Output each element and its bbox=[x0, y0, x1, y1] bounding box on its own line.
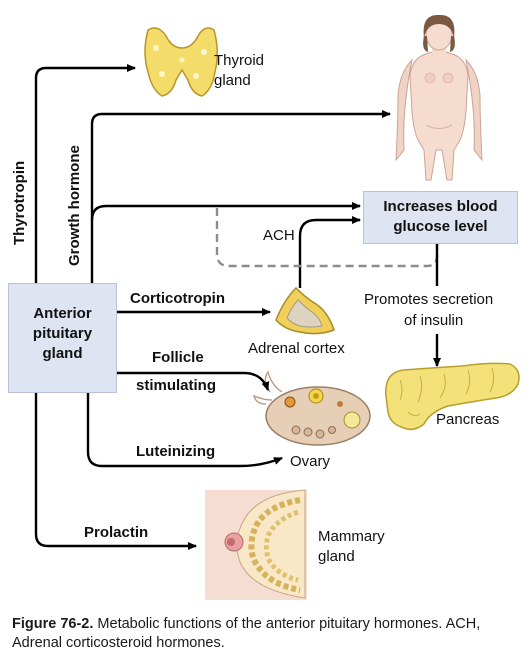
thyroid-label-line-1: Thyroid bbox=[214, 52, 265, 69]
growth-hormone-label: Growth hormone bbox=[66, 145, 83, 266]
thyroid-label-line-2: gland bbox=[214, 72, 251, 89]
pituitary-line-1: Anterior bbox=[33, 305, 92, 322]
promotes-label-line-2: of insulin bbox=[404, 312, 464, 329]
figure-caption: Figure 76-2. Metabolic functions of the … bbox=[12, 615, 527, 653]
mammary-label-line-1: Mammary bbox=[318, 528, 385, 545]
thyrotropin-arrow bbox=[34, 64, 136, 283]
glucose-level-box: Increases blood glucose level bbox=[363, 191, 518, 244]
human-body-illustration bbox=[395, 14, 483, 181]
luteinizing-label: Luteinizing bbox=[136, 443, 216, 460]
ach-label: ACH bbox=[263, 227, 295, 244]
corticotropin-label: Corticotropin bbox=[130, 290, 225, 307]
mammary-label-line-2: gland bbox=[318, 548, 355, 565]
adrenal-cortex-label: Adrenal cortex bbox=[248, 340, 345, 357]
pancreas-illustration bbox=[385, 362, 520, 431]
mammary-gland-illustration bbox=[205, 489, 307, 600]
adrenal-gland-illustration bbox=[275, 286, 335, 335]
ovary-label: Ovary bbox=[290, 453, 331, 470]
ovary-illustration bbox=[253, 370, 371, 446]
prolactin-arrow bbox=[34, 393, 197, 550]
growth-hormone-glucose-arrow bbox=[90, 202, 361, 221]
luteinizing-arrow bbox=[86, 393, 283, 468]
pancreas-label: Pancreas bbox=[436, 411, 500, 428]
follicle-stimulating-arrow bbox=[117, 371, 270, 391]
pituitary-line-3: gland bbox=[42, 345, 83, 362]
pituitary-line-2: pituitary bbox=[32, 325, 93, 342]
anterior-pituitary-box: Anterior pituitary gland bbox=[8, 283, 117, 393]
prolactin-label: Prolactin bbox=[84, 524, 149, 541]
ach-arrow bbox=[298, 216, 361, 288]
thyrotropin-label: Thyrotropin bbox=[11, 160, 28, 245]
promotes-label-line-1: Promotes secretion bbox=[364, 291, 494, 308]
growth-hormone-body-arrow bbox=[90, 110, 391, 283]
thyroid-gland-illustration bbox=[144, 27, 218, 97]
glucose-line-2: glucose level bbox=[393, 218, 488, 235]
follicle-label: Follicle bbox=[152, 349, 204, 366]
figure-number: Figure 76-2. bbox=[12, 616, 94, 632]
stimulating-label: stimulating bbox=[136, 377, 217, 394]
glucose-line-1: Increases blood bbox=[383, 198, 498, 215]
caption-text: Metabolic functions of the anterior pitu… bbox=[12, 616, 481, 651]
